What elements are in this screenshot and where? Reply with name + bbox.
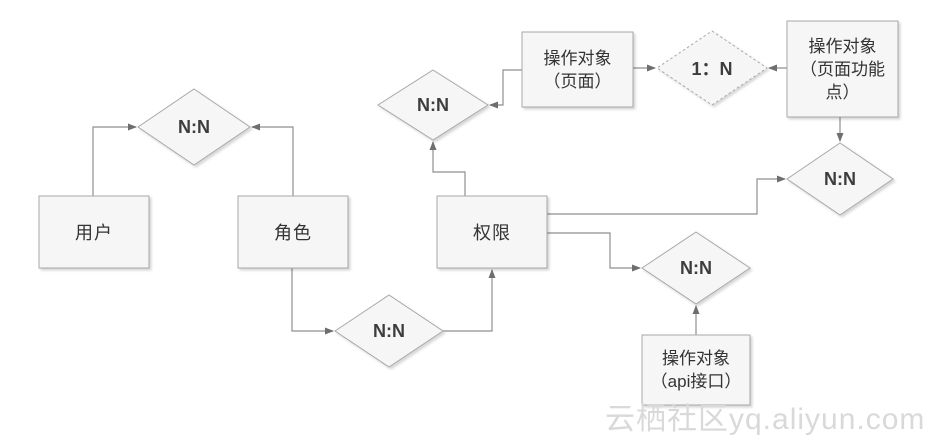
connector-role-to-nn-bottom <box>291 268 334 335</box>
connector-permission-to-nn-page <box>429 141 466 197</box>
connector-nn-to-permission <box>443 269 496 332</box>
entity-box-permission <box>436 195 548 269</box>
connector-page-to-nn <box>489 69 522 109</box>
entity-box-role <box>237 195 349 269</box>
connector-role-to-nn <box>251 123 294 196</box>
relation-diamond-permission-page <box>377 69 489 141</box>
relation-diamond-role-permission <box>334 294 444 368</box>
connector-user-to-nn <box>92 123 137 196</box>
connector-permission-to-nn-api <box>547 232 641 272</box>
relation-diamond-user-role <box>137 88 251 166</box>
connector-permission-to-nn-feature <box>547 175 786 215</box>
relation-diamond-permission-feature <box>786 142 894 216</box>
entity-box-page-feature-object <box>786 20 899 118</box>
watermark: 云栖社区yq.aliyun.com <box>605 403 926 436</box>
relation-diamond-page-feature-1n <box>656 30 768 106</box>
relation-diamond-permission-api <box>641 231 751 305</box>
entity-box-user <box>38 195 150 269</box>
entity-box-api-object <box>641 334 751 406</box>
entity-box-page-object <box>521 31 634 108</box>
connector-lines <box>92 64 844 335</box>
